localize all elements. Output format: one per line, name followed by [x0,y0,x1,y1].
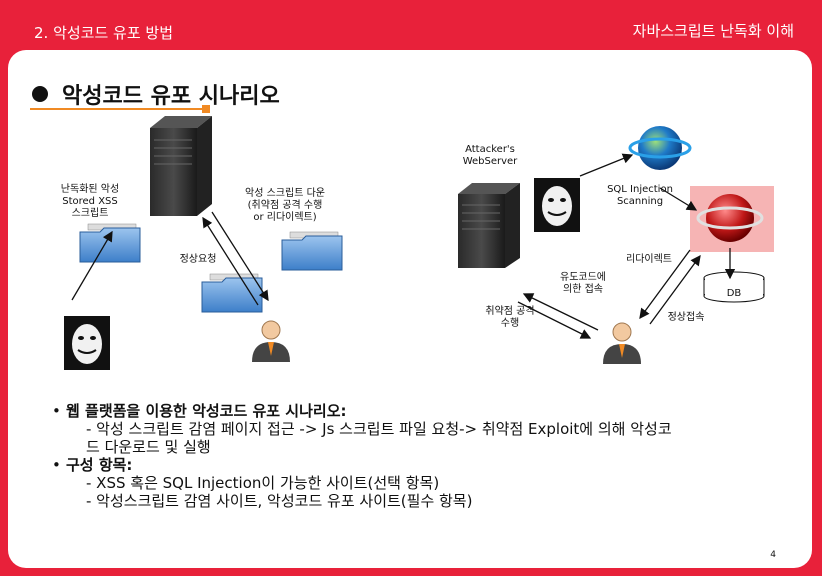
label-line: 취약점 공격 [470,306,550,318]
bullet-line: - 악성스크립트 감염 사이트, 악성코드 유포 사이트(필수 항목) [66,492,792,510]
label-line: Scanning [590,196,690,208]
label-line: or 리다이렉트) [230,212,340,224]
bullet-line: - XSS 혹은 SQL Injection이 가능한 사이트(선택 항목) [66,474,792,492]
infected-script-label: 난독화된 악성 Stored XSS 스크립트 [48,184,132,220]
label-line: WebServer [448,156,532,168]
bullet-item: 구성 항목: - XSS 혹은 SQL Injection이 가능한 사이트(선… [52,456,792,510]
bullet-line: 드 다운로드 및 실행 [66,438,792,456]
label-line: 스크립트 [48,208,132,220]
db-label: DB [716,288,752,300]
user-icon [603,323,641,364]
label-line: 악성 스크립트 다운 [230,188,340,200]
normal-access-label: 정상접속 [656,312,716,324]
attacker-server-label: Attacker's WebServer [448,144,532,168]
label-line: 유도코드에 [548,272,618,284]
bullet-item: 웹 플랫폼을 이용한 악성코드 유포 시나리오: - 악성 스크립트 감염 페이… [52,402,792,456]
bullet-heading: 웹 플랫폼을 이용한 악성코드 유포 시나리오: [66,402,792,420]
folder-icon [202,274,262,312]
label-line: 난독화된 악성 [48,184,132,196]
anonymous-mask-icon [534,178,580,232]
server-icon [458,183,520,268]
label-line: SQL Injection [590,184,690,196]
redirect-label: 리다이렉트 [614,254,684,266]
folder-icon [282,232,342,270]
vuln-attack-label: 취약점 공격 수행 [470,306,550,330]
bullet-line: - 악성 스크립트 감염 페이지 접근 -> Js 스크립트 파일 요청-> 취… [66,420,792,438]
label-line: (취약점 공격 수행 [230,200,340,212]
bullet-list: 웹 플랫폼을 이용한 악성코드 유포 시나리오: - 악성 스크립트 감염 페이… [52,402,792,510]
lure-access-label: 유도코드에 의한 접속 [548,272,618,296]
label-line: Stored XSS [48,196,132,208]
script-download-label: 악성 스크립트 다운 (취약점 공격 수행 or 리다이렉트) [230,188,340,224]
label-line: 의한 접속 [548,284,618,296]
page-number: 4 [770,550,776,560]
label-line: Attacker's [448,144,532,156]
folder-icon [80,224,140,262]
anonymous-mask-icon [64,316,110,370]
user-icon [252,321,290,362]
server-icon [150,116,212,216]
globe-icon [630,126,690,170]
sql-injection-label: SQL Injection Scanning [590,184,690,208]
arrow [580,155,632,176]
red-globe-icon [690,186,774,252]
label-line: 수행 [470,318,550,330]
bullet-heading: 구성 항목: [66,456,792,474]
normal-request-label: 정상요청 [168,254,228,266]
